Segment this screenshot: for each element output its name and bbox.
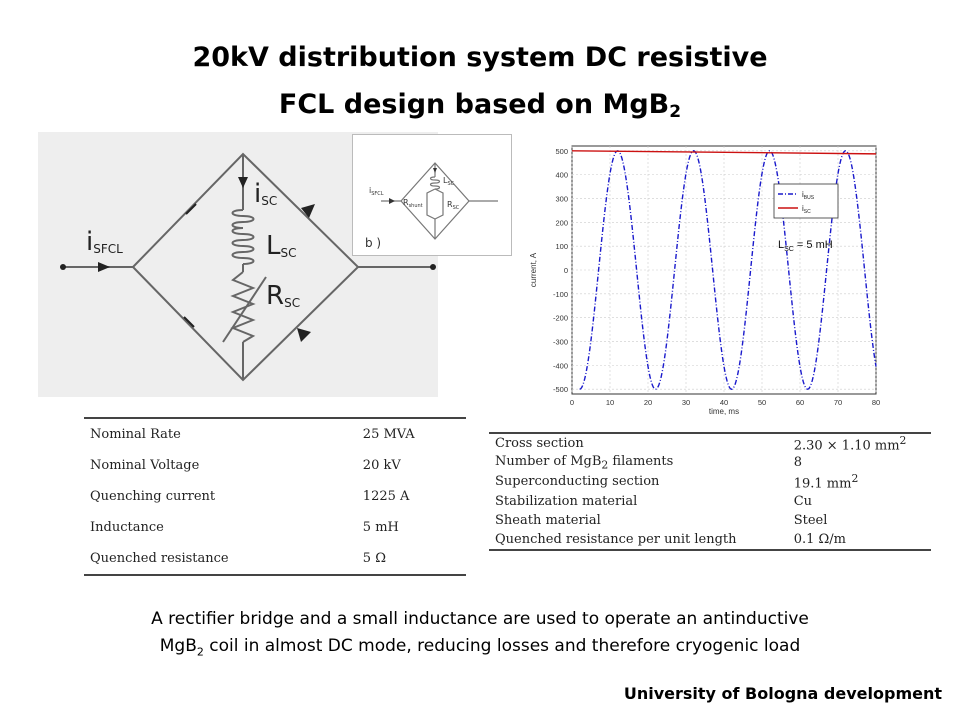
y-tick-label: 500: [555, 147, 568, 156]
table-cell-value: Cu: [793, 493, 813, 509]
legend: iBUS iSC: [773, 183, 839, 219]
table-cell-label: Quenched resistance per unit length: [495, 531, 737, 547]
y-tick-label: 400: [555, 171, 568, 180]
table-cell-label: Inductance: [90, 520, 164, 535]
y-tick-label: 200: [555, 218, 568, 227]
inset-i-sfcl-label: iSFCL: [369, 186, 384, 197]
legend-bus-label: iBUS: [802, 190, 815, 201]
caption-line-2: MgB2 coil in almost DC mode, reducing lo…: [159, 636, 801, 659]
table-cell-value: 19.1 mm2: [793, 472, 859, 492]
table-row: Inductance 5 mH: [84, 512, 466, 543]
slide-title-line-2: FCL design based on MgB2: [0, 87, 960, 130]
table-cell-label: Quenched resistance: [90, 551, 229, 566]
table-cell-label: Nominal Voltage: [90, 458, 200, 473]
x-tick-label: 10: [606, 398, 614, 407]
x-tick-label: 70: [834, 398, 842, 407]
current-plot: 500 400 300 200 100 0 -100 -200 -300 -400 -500 0 10…: [520, 140, 890, 420]
table-cell-value: 5 mH: [362, 520, 399, 535]
inset-circuit: iSFCL LSC Rshunt RSC b ): [352, 134, 512, 256]
table-cell-value: 8: [793, 455, 802, 471]
table-row: Sheath material Steel: [489, 511, 931, 530]
x-tick-label: 80: [872, 398, 880, 407]
table-cell-value: 2.30 × 1.10 mm2: [793, 434, 907, 454]
x-tick-label: 0: [570, 398, 574, 407]
table-cell-value: 1225 A: [362, 489, 410, 504]
table-cell-label: Number of MgB2 filaments: [495, 454, 674, 472]
table-cell-value: 5 Ω: [362, 551, 386, 566]
y-tick-label: 300: [555, 194, 568, 203]
title-text: FCL design based on MgB: [278, 89, 670, 120]
series-bus-line: [579, 150, 877, 390]
table-row: Cross section 2.30 × 1.10 mm2: [489, 433, 931, 453]
title-subscript: 2: [669, 102, 682, 122]
parameters-table: Nominal Rate 25 MVA Nominal Voltage 20 kV Qu…: [84, 417, 466, 576]
series-sc-line: [571, 150, 877, 155]
table-cell-value: 0.1 Ω/m: [793, 531, 846, 547]
caption: A rectifier bridge and a small inductanc…: [40, 606, 920, 665]
x-tick-label: 20: [644, 398, 652, 407]
r-sc-label: RSC: [266, 281, 300, 311]
y-tick-label: -100: [553, 290, 568, 299]
table-row: Superconducting section 19.1 mm2: [489, 472, 931, 491]
legend-sc-label: iSC: [802, 204, 811, 215]
table-row: Quenched resistance per unit length 0.1 …: [489, 530, 931, 550]
y-tick-label: -200: [553, 314, 568, 323]
table-row: Nominal Voltage 20 kV: [84, 450, 466, 481]
table-cell-label: Sheath material: [495, 512, 601, 528]
table-cell-label: Superconducting section: [495, 474, 660, 490]
inset-r-sc-label: RSC: [447, 200, 460, 211]
i-sc-label: iSC: [254, 179, 277, 209]
x-tick-label: 50: [758, 398, 766, 407]
table-row: Quenching current 1225 A: [84, 481, 466, 512]
slide-title-line-1: 20kV distribution system DC resistive: [192, 42, 768, 73]
x-tick-label: 40: [720, 398, 728, 407]
y-tick-label: -500: [553, 385, 568, 394]
i-sfcl-label: iSFCL: [86, 227, 123, 257]
y-tick-label: 100: [555, 242, 568, 251]
conductor-table: Cross section 2.30 × 1.10 mm2 Number of …: [489, 432, 931, 551]
y-axis-label: current, A: [529, 252, 538, 287]
table-cell-label: Quenching current: [90, 489, 216, 504]
credit: University of Bologna development: [623, 684, 942, 703]
inset-l-sc-label: LSC: [443, 176, 455, 187]
table-cell-label: Stabilization material: [495, 493, 638, 509]
caption-line-1: A rectifier bridge and a small inductanc…: [151, 609, 809, 629]
x-axis-label: time, ms: [709, 407, 739, 416]
inset-r-shunt-label: Rshunt: [403, 198, 423, 209]
table-cell-value: Steel: [793, 512, 828, 528]
table-cell-label: Cross section: [495, 436, 584, 452]
table-cell-value: 25 MVA: [362, 427, 415, 442]
inductance-annotation: LSC = 5 mH: [778, 239, 833, 253]
table-row: Nominal Rate 25 MVA: [84, 418, 466, 450]
x-tick-label: 60: [796, 398, 804, 407]
inset-label: b ): [365, 236, 381, 250]
y-tick-label: -300: [553, 338, 568, 347]
x-tick-label: 30: [682, 398, 690, 407]
table-row: Number of MgB2 filaments 8: [489, 453, 931, 472]
table-row: Stabilization material Cu: [489, 492, 931, 511]
table-row: Quenched resistance 5 Ω: [84, 543, 466, 575]
l-sc-label: LSC: [266, 231, 297, 261]
y-tick-label: -400: [553, 361, 568, 370]
table-cell-label: Nominal Rate: [90, 427, 181, 442]
y-tick-label: 0: [564, 266, 568, 275]
table-cell-value: 20 kV: [362, 458, 401, 473]
